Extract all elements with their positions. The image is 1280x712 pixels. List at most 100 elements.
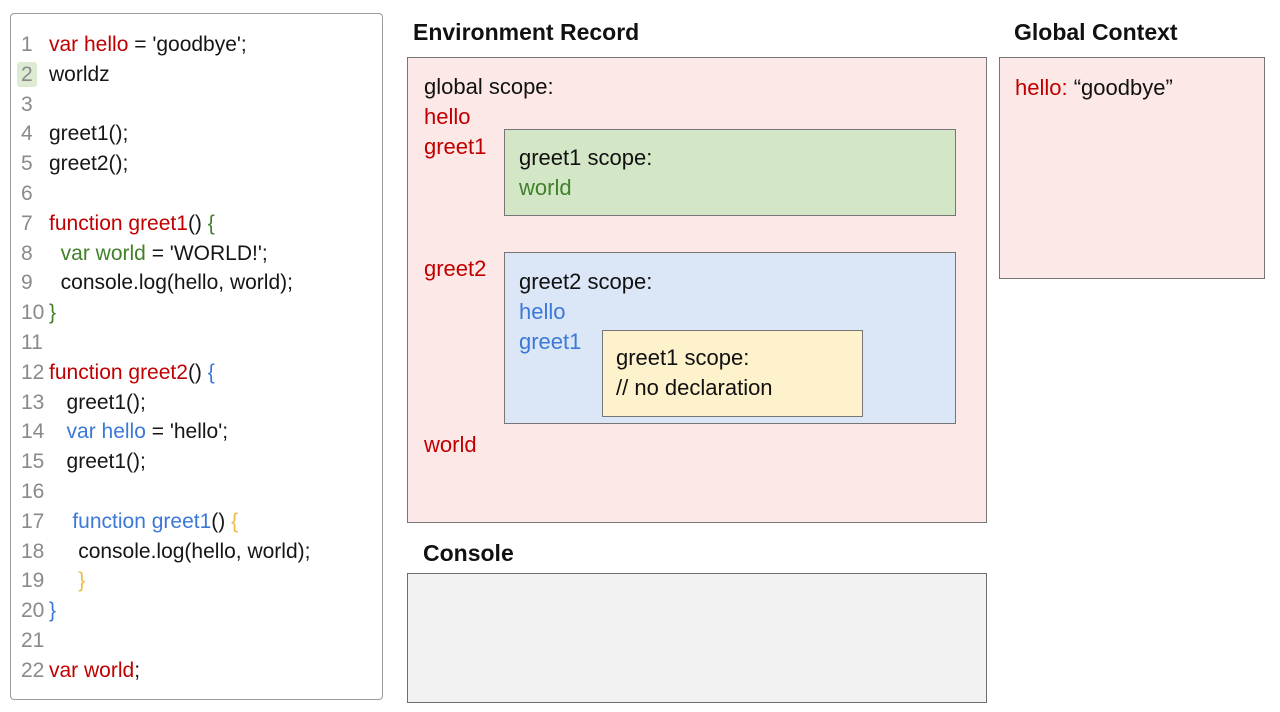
code-token: greet1(); <box>49 122 129 146</box>
code-text: greet1(); <box>49 388 146 418</box>
global-scope-label: global scope: <box>424 74 554 99</box>
console-output-box <box>407 573 987 703</box>
code-line: 17 function greet1() { <box>11 507 382 537</box>
code-token: { <box>207 211 215 235</box>
greet1-scope-box: greet1 scope: world <box>504 129 956 216</box>
line-number: 20 <box>21 599 45 623</box>
global-context-entry-key: hello: <box>1015 75 1068 100</box>
code-token: function greet1 <box>72 509 212 533</box>
line-number: 15 <box>21 450 45 474</box>
code-line: 10} <box>11 298 382 328</box>
line-number: 10 <box>21 301 45 325</box>
code-line: 9 console.log(hello, world); <box>11 268 382 298</box>
code-text: var world = 'WORLD!'; <box>49 239 268 269</box>
code-line: 4 greet1(); <box>11 119 382 149</box>
global-var-hello: hello <box>424 104 471 129</box>
environment-record-title: Environment Record <box>413 19 640 45</box>
code-token: worldz <box>49 62 110 86</box>
code-line: 18 console.log(hello, world); <box>11 537 382 567</box>
code-line: 16 <box>11 477 382 507</box>
code-line: 15 greet1(); <box>11 447 382 477</box>
console-title: Console <box>423 540 514 566</box>
code-token: = 'hello'; <box>145 420 229 444</box>
greet2-var-hello: hello <box>519 299 566 324</box>
code-token: var hello <box>49 33 129 56</box>
code-text: } <box>49 596 56 626</box>
line-number: 4 <box>21 122 33 146</box>
code-text: } <box>49 566 85 596</box>
code-text: worldz <box>49 60 110 90</box>
global-var-world: world <box>424 432 477 457</box>
inner-greet1-scope-box: greet1 scope: // no declaration <box>602 330 863 417</box>
line-number: 7 <box>21 211 33 235</box>
code-token: var hello <box>66 420 146 444</box>
code-token: = 'goodbye'; <box>128 33 247 56</box>
code-token: } <box>78 569 86 593</box>
global-scope-box: global scope: hello greet1 greet1 scope:… <box>407 57 987 523</box>
code-token: } <box>49 301 57 325</box>
code-token: function greet1 <box>49 211 188 235</box>
code-text: greet2(); <box>49 149 128 179</box>
code-text: function greet2() { <box>49 358 215 388</box>
code-line: 11 <box>11 328 382 358</box>
code-text: var world; <box>49 656 140 686</box>
code-line: 7 function greet1() { <box>11 209 382 239</box>
inner-greet1-scope-label: greet1 scope: <box>616 345 750 370</box>
line-number: 2 <box>11 60 49 90</box>
code-token: () <box>211 509 232 533</box>
code-token: greet1(); <box>66 390 146 414</box>
code-token: greet1(); <box>66 450 146 474</box>
line-number: 9 <box>21 271 33 295</box>
global-context-box: hello: “goodbye” <box>999 57 1265 279</box>
code-token: console.log(hello, world); <box>78 539 311 563</box>
line-number: 3 <box>21 92 33 116</box>
greet2-var-greet1: greet1 <box>519 329 582 354</box>
inner-greet1-comment: // no declaration <box>616 375 773 400</box>
global-var-greet2: greet2 <box>424 256 487 281</box>
greet1-scope-label: greet1 scope: <box>519 145 653 170</box>
code-line: 13 greet1(); <box>11 388 382 418</box>
code-line: 20} <box>11 596 382 626</box>
code-text: function greet1() { <box>49 209 215 239</box>
line-number: 17 <box>21 509 45 533</box>
line-number: 13 <box>21 390 45 414</box>
greet2-scope-label: greet2 scope: <box>519 269 653 294</box>
code-text: var hello = 'hello'; <box>49 417 229 447</box>
code-token: = 'WORLD!'; <box>145 241 268 265</box>
code-line: 21 <box>11 626 382 656</box>
code-line: 14 var hello = 'hello'; <box>11 417 382 447</box>
global-context-title: Global Context <box>1014 19 1178 45</box>
code-line: 3 <box>11 90 382 120</box>
code-text: greet1(); <box>49 447 146 477</box>
code-token: greet2(); <box>49 152 129 176</box>
code-text: var hello = 'goodbye'; <box>49 30 247 60</box>
line-number: 1 <box>21 33 33 56</box>
code-text: } <box>49 298 56 328</box>
code-token: var world <box>60 241 146 265</box>
line-number: 8 <box>21 241 33 265</box>
code-token: { <box>231 509 239 533</box>
global-context-entry-value: “goodbye” <box>1073 75 1173 100</box>
line-number: 16 <box>21 479 45 503</box>
code-token: () <box>187 360 208 384</box>
code-token: console.log(hello, world); <box>60 271 293 295</box>
line-number: 19 <box>21 569 45 593</box>
greet2-scope-box: greet2 scope: hello greet1 greet1 scope:… <box>504 252 956 424</box>
greet1-var-world: world <box>519 175 572 200</box>
line-number: 21 <box>21 628 45 652</box>
line-number: 11 <box>21 330 43 354</box>
line-number: 12 <box>21 360 45 384</box>
code-text: function greet1() { <box>49 507 238 537</box>
code-text: console.log(hello, world); <box>49 268 293 298</box>
code-token: var world <box>49 658 135 682</box>
line-number: 6 <box>21 181 33 205</box>
line-number: 22 <box>21 658 45 682</box>
code-token: function greet2 <box>49 360 188 384</box>
line-number: 14 <box>21 420 45 444</box>
